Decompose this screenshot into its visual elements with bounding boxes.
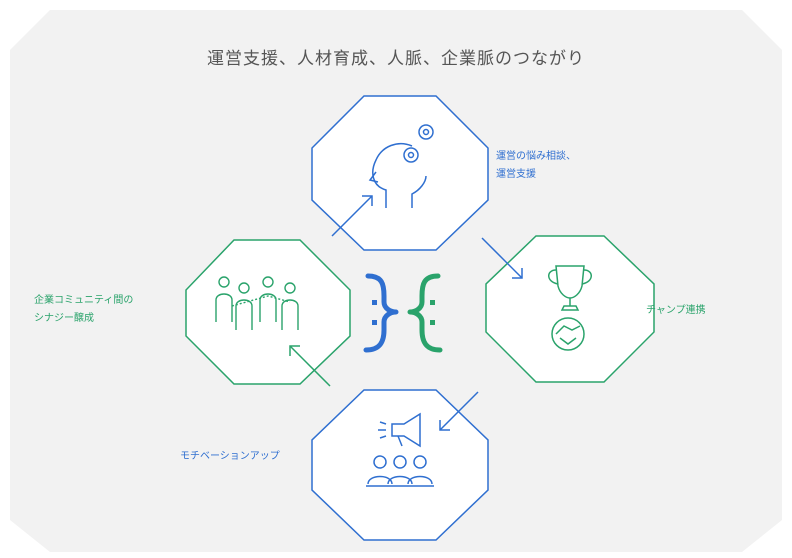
- bracket-logo-icon: [363, 273, 443, 353]
- node-top: [311, 95, 489, 251]
- arrow-bottom-to-left: [289, 345, 331, 387]
- arrow-right-to-bottom: [439, 391, 479, 431]
- team-network-icon: [215, 276, 299, 330]
- diagram-title: 運営支援、人材育成、人脈、企業脈のつながり: [207, 49, 585, 69]
- node-right: [485, 235, 655, 383]
- node-left: [185, 239, 351, 385]
- label-bottom: モチベーションアップ: [180, 451, 280, 462]
- arrow-left-to-top: [331, 195, 373, 237]
- head-gears-icon: [368, 124, 434, 208]
- megaphone-team-icon: [366, 412, 434, 487]
- label-right: チャンプ連携: [646, 305, 706, 316]
- trophy-handshake-icon: [548, 265, 592, 351]
- label-left: 企業コミュニティ間の シナジー醸成: [34, 295, 134, 324]
- node-bottom: [311, 389, 489, 541]
- arrow-top-to-right: [481, 237, 523, 279]
- label-top: 運営の悩み相談、 運営支援: [496, 151, 576, 180]
